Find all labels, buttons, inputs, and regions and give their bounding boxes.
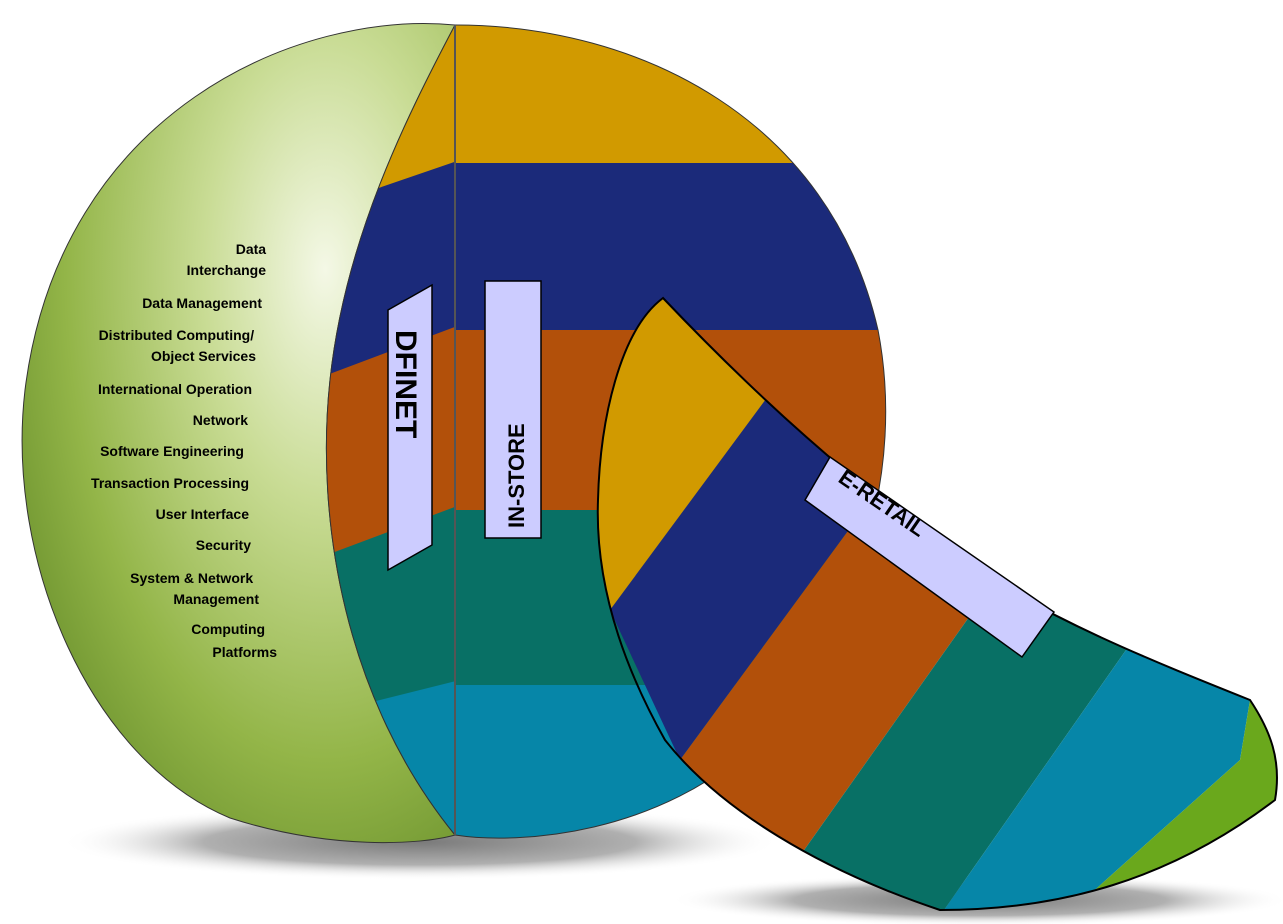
dfinet-tag: DFINET bbox=[387, 283, 433, 572]
layer-label-user-interface: User Interface bbox=[156, 506, 250, 522]
dfinet-tag-label: DFINET bbox=[389, 330, 422, 438]
layer-label-data-management: Data Management bbox=[142, 295, 262, 311]
layer-label-transaction-processing: Transaction Processing bbox=[91, 475, 249, 491]
layer-label-distributed-computing: Distributed Computing/ Object Services bbox=[99, 327, 258, 364]
in-store-tag-label: IN-STORE bbox=[504, 423, 529, 528]
layer-label-data-interchange: Data Interchange bbox=[187, 241, 270, 278]
layer-label-system-network-management: System & Network Management bbox=[130, 570, 259, 607]
layer-label-international-operation: International Operation bbox=[98, 381, 252, 397]
layer-label-security: Security bbox=[196, 537, 251, 553]
in-store-tag: IN-STORE bbox=[484, 280, 542, 539]
layer-label-network: Network bbox=[193, 412, 248, 428]
layer-label-software-engineering: Software Engineering bbox=[100, 443, 244, 459]
layer-label-computing-platforms: Computing Platforms bbox=[191, 621, 277, 660]
layer-labels: Data Interchange Data Management Distrib… bbox=[91, 241, 277, 660]
